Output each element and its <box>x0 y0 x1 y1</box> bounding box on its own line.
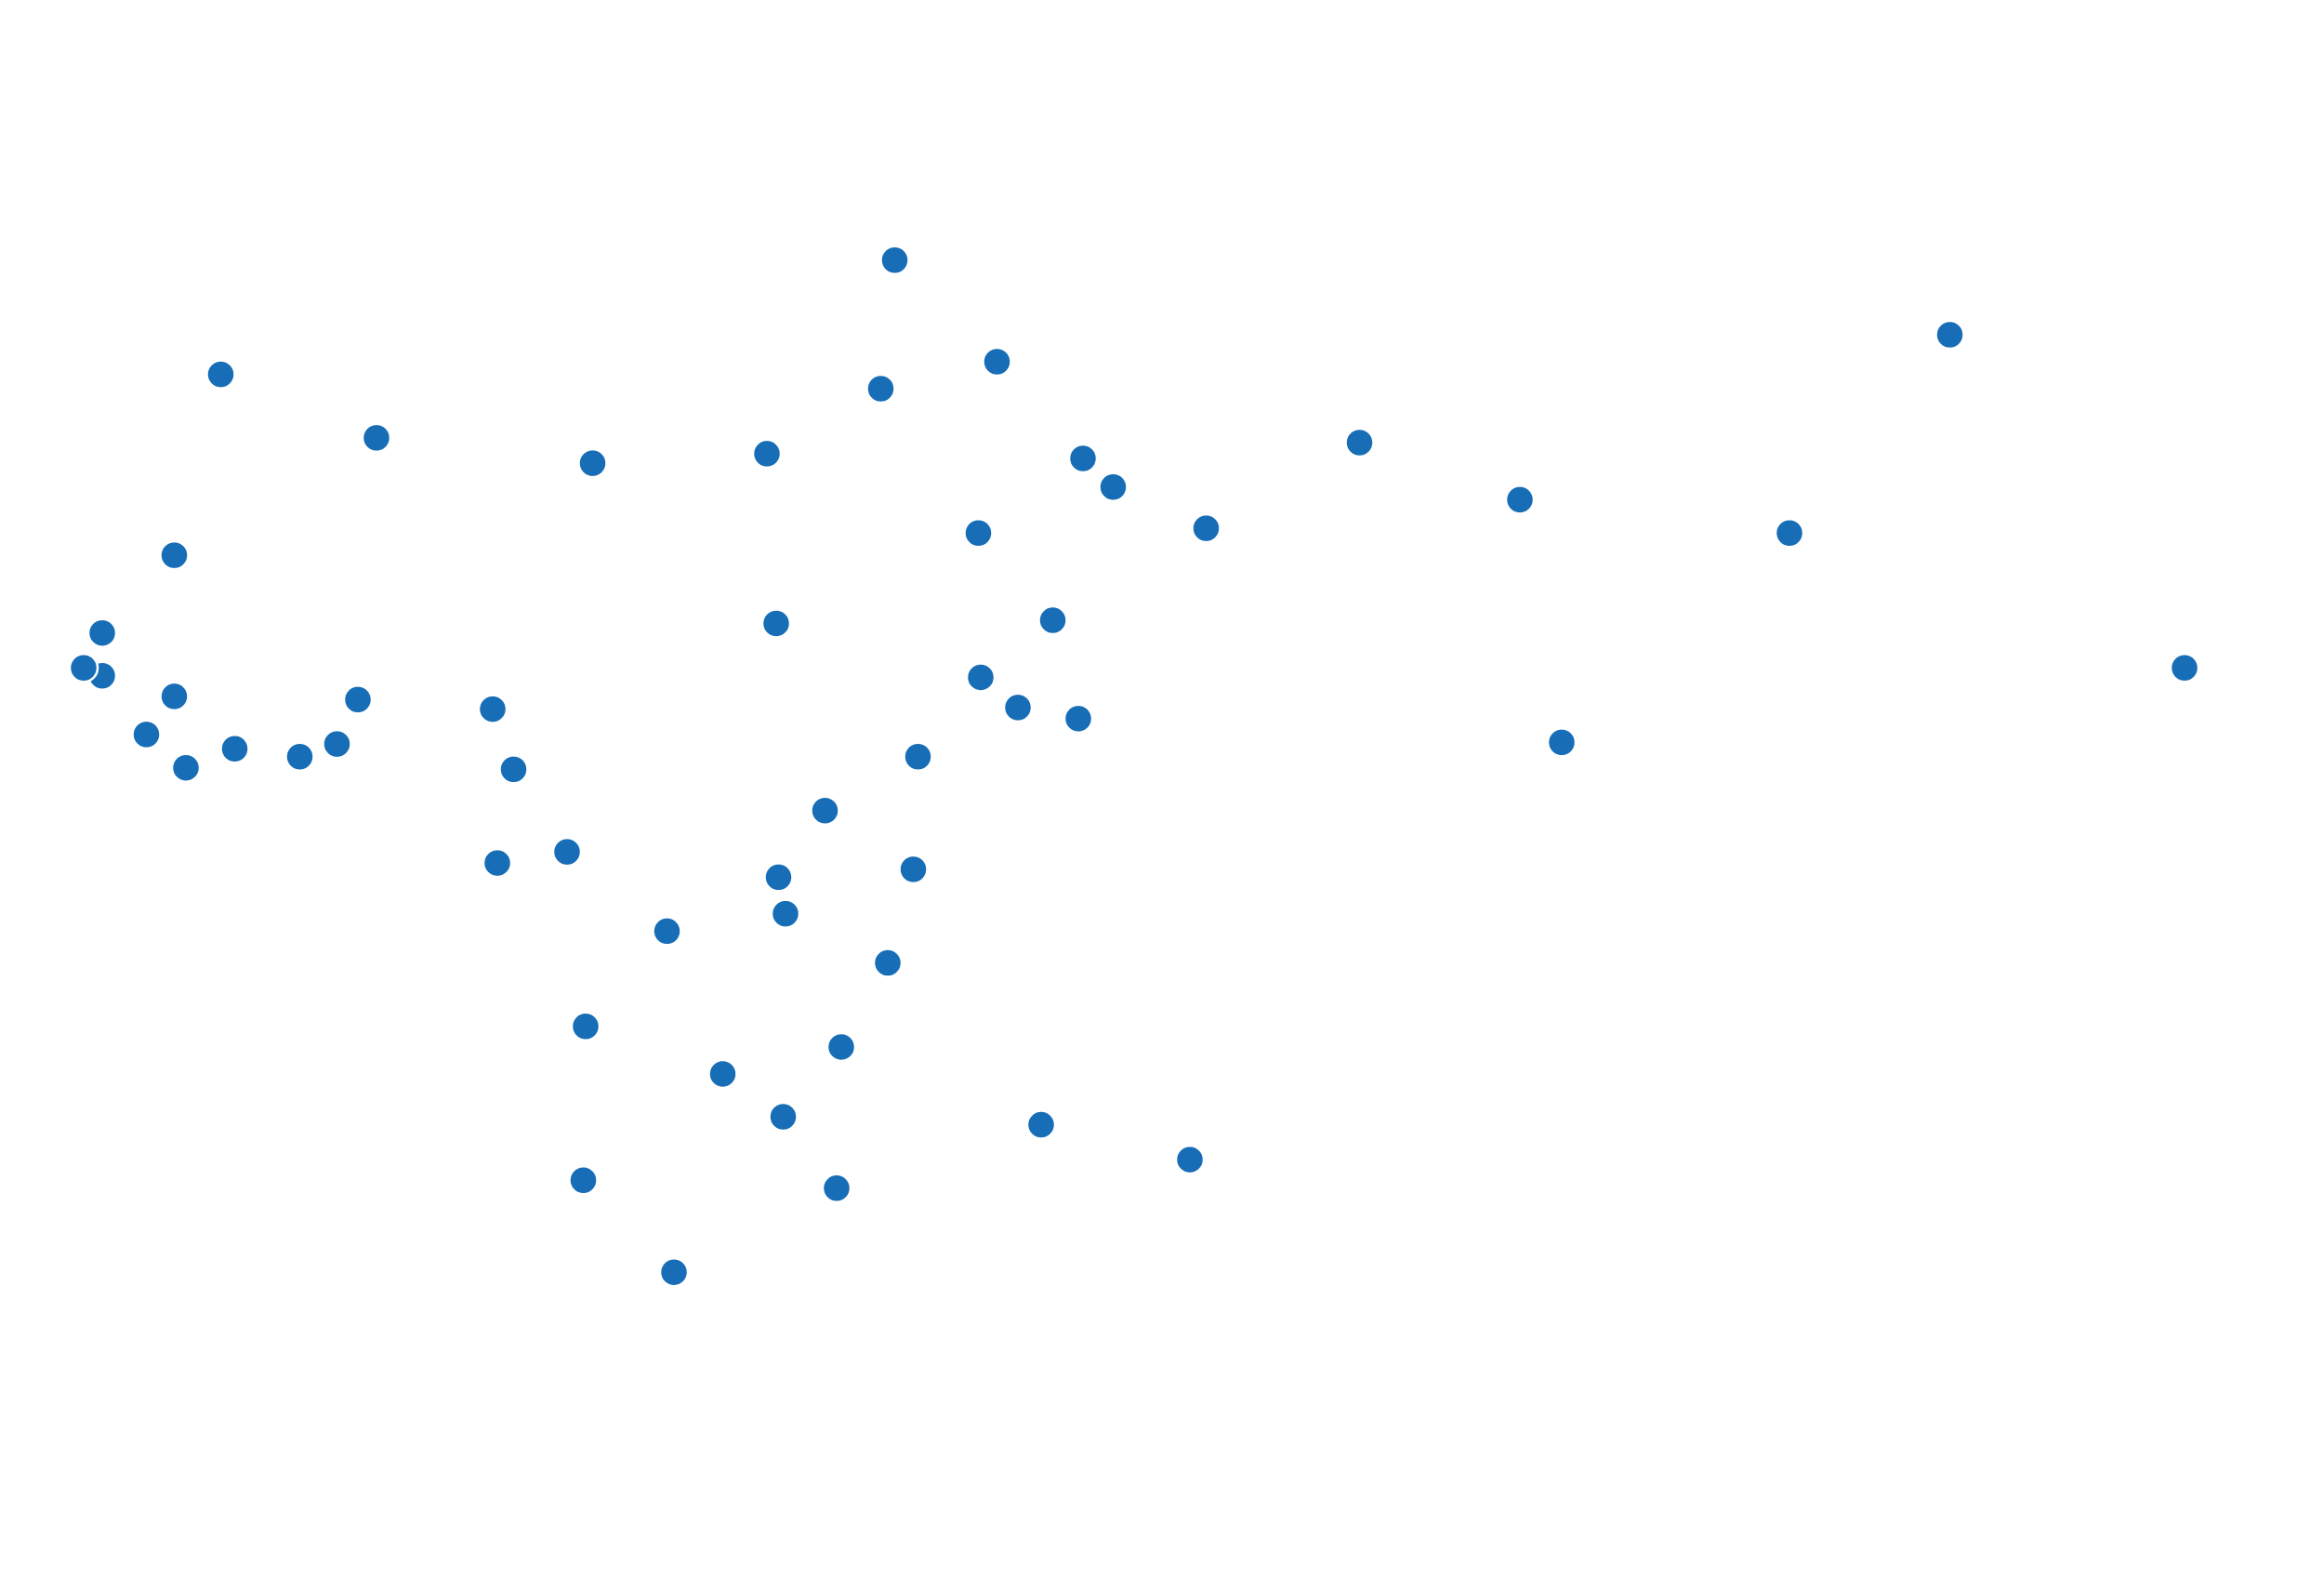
data-point-10 <box>1344 427 1375 458</box>
data-point-22 <box>159 681 190 712</box>
data-point-3 <box>865 373 896 404</box>
data-point-46 <box>707 1058 738 1090</box>
data-point-42 <box>652 916 682 947</box>
data-point-25 <box>965 662 997 693</box>
data-point-31 <box>322 728 352 760</box>
data-point-21 <box>2169 652 2200 683</box>
data-point-32 <box>170 752 202 783</box>
data-point-8 <box>1067 443 1099 474</box>
data-point-50 <box>568 1165 599 1196</box>
scatter-points <box>68 245 2200 1288</box>
data-point-24 <box>477 694 508 724</box>
data-point-12 <box>1191 512 1221 544</box>
data-point-51 <box>821 1173 852 1204</box>
data-point-0 <box>879 245 910 276</box>
data-point-29 <box>219 733 250 764</box>
data-point-13 <box>963 517 994 549</box>
data-point-33 <box>498 754 529 785</box>
data-point-18 <box>1037 604 1068 636</box>
data-point-34 <box>903 741 933 773</box>
data-point-20 <box>68 652 99 683</box>
data-point-37 <box>482 847 513 879</box>
data-point-2 <box>982 346 1012 378</box>
data-point-47 <box>768 1101 799 1133</box>
data-point-52 <box>658 1256 690 1288</box>
data-point-11 <box>1504 484 1536 515</box>
data-point-43 <box>872 948 904 978</box>
data-point-17 <box>760 608 792 639</box>
data-point-15 <box>159 539 190 571</box>
data-point-23 <box>342 684 374 715</box>
data-point-49 <box>1174 1144 1206 1175</box>
data-point-39 <box>898 854 929 885</box>
data-point-35 <box>1546 727 1578 758</box>
data-point-5 <box>361 422 392 454</box>
data-point-41 <box>770 898 801 929</box>
data-point-26 <box>1002 692 1034 723</box>
data-point-28 <box>131 719 162 750</box>
data-point-44 <box>570 1011 601 1042</box>
data-point-40 <box>763 862 794 893</box>
data-point-38 <box>551 836 583 868</box>
data-point-36 <box>810 795 840 827</box>
data-point-6 <box>577 447 608 479</box>
data-point-14 <box>1774 517 1805 549</box>
data-point-9 <box>1098 471 1129 502</box>
data-point-1 <box>205 359 236 390</box>
data-point-16 <box>86 617 118 648</box>
data-point-4 <box>1934 319 1965 351</box>
data-point-7 <box>751 438 783 470</box>
data-point-48 <box>1025 1109 1057 1140</box>
data-point-30 <box>284 741 315 773</box>
data-point-27 <box>1063 703 1094 735</box>
data-point-45 <box>825 1031 857 1063</box>
